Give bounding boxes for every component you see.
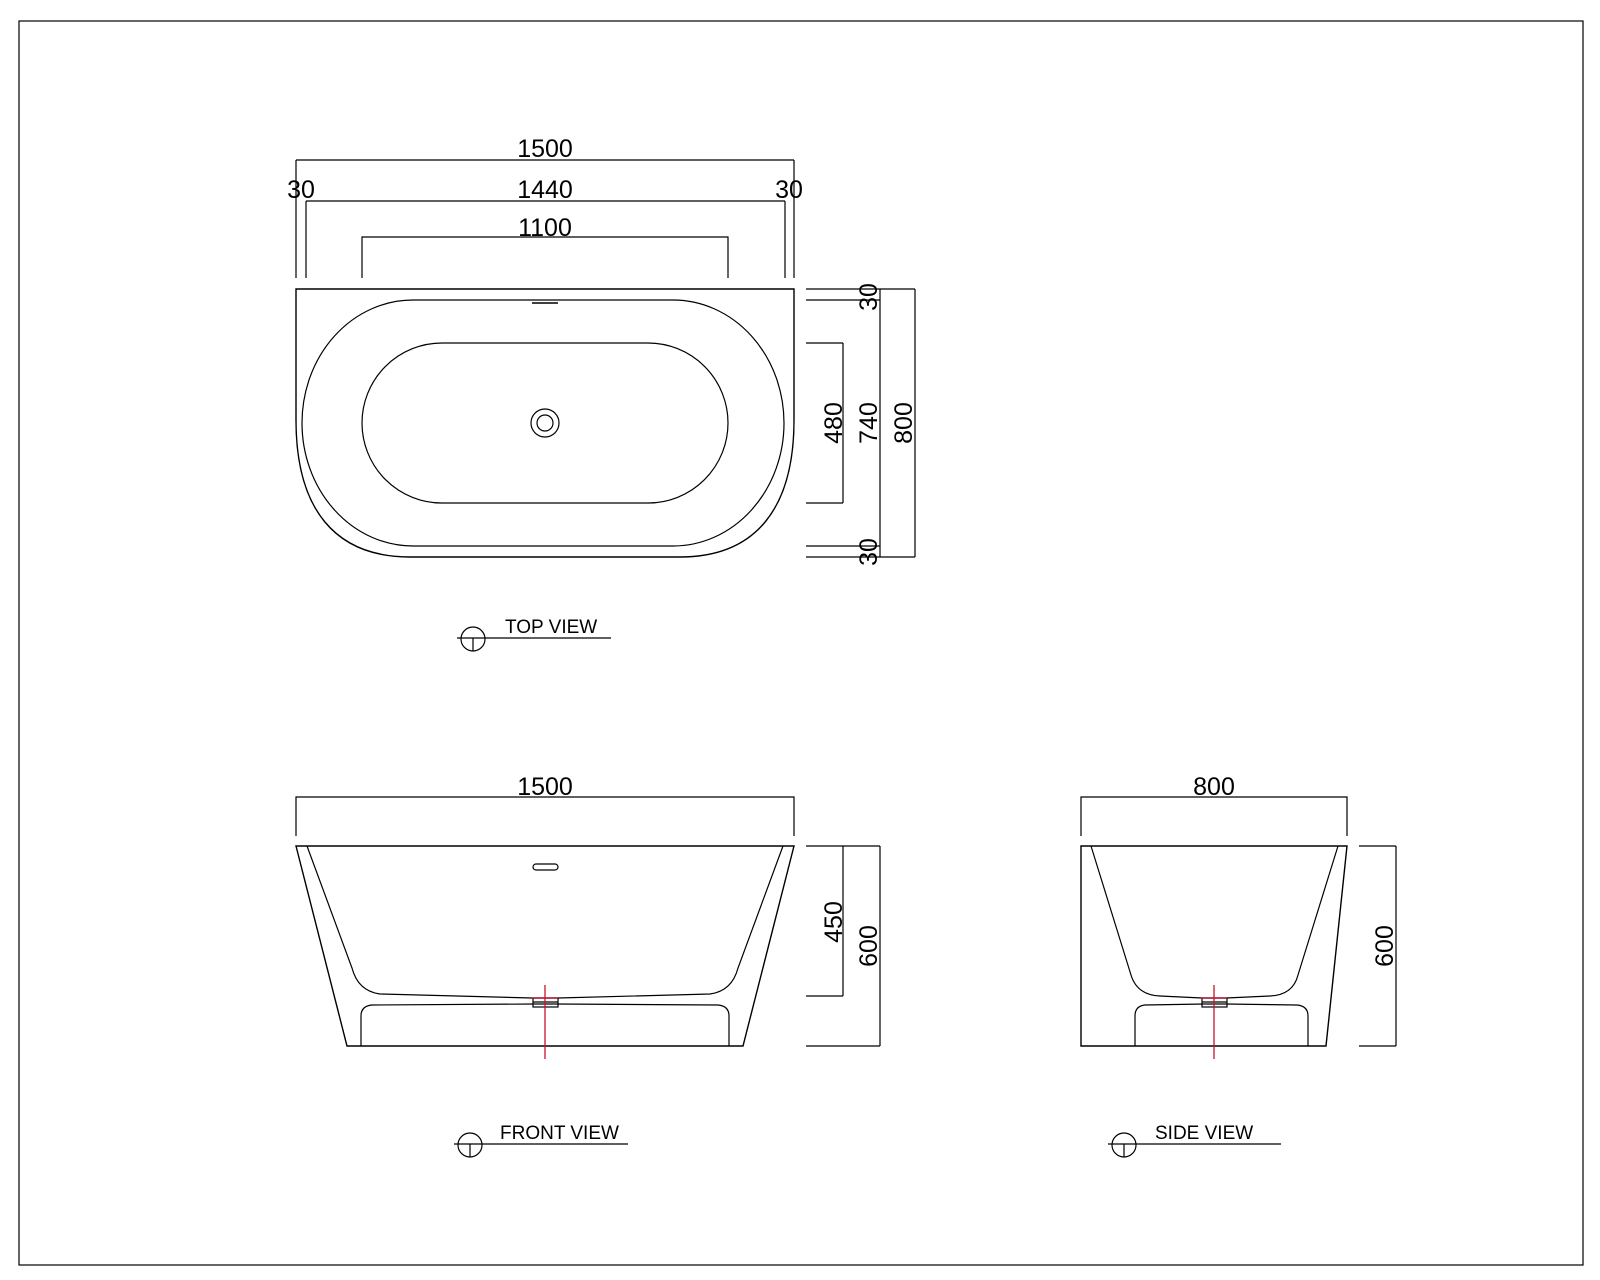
front-view-label-group: FRONT VIEW [454, 1123, 628, 1158]
tub-basin-bottom [361, 342, 729, 504]
side-view: 800 600 SIDE VIEW [1080, 773, 1399, 1158]
side-tub-inner [1090, 845, 1339, 999]
dim-line-bottom-width [361, 236, 729, 278]
dim-line-side-width [1080, 796, 1348, 836]
side-tub-outline [1080, 845, 1348, 1047]
drain-inner [536, 414, 554, 432]
dim-front-overall-width: 1500 [517, 773, 573, 801]
dim-side-overall-width: 800 [1193, 773, 1235, 801]
side-view-label: SIDE VIEW [1155, 1123, 1253, 1144]
side-tub-plinth [1134, 1003, 1309, 1046]
dim-rim-right: 30 [775, 176, 803, 204]
top-view-label: TOP VIEW [505, 617, 597, 638]
drain-outer [530, 408, 560, 438]
dim-bottom-depth: 480 [820, 402, 848, 444]
tub-inner-rim [301, 299, 785, 547]
top-view-label-group: TOP VIEW [457, 617, 611, 652]
front-overflow [532, 863, 559, 871]
top-view: 1500 30 1440 30 1100 30 480 740 800 30 [287, 135, 918, 652]
dim-rim-top: 30 [855, 283, 883, 311]
front-tub-inner [306, 845, 784, 999]
dim-inner-depth: 740 [855, 402, 883, 444]
tub-outer-outline [295, 288, 795, 558]
dim-bottom-width: 1100 [518, 214, 572, 242]
dim-inner-width: 1440 [517, 176, 573, 204]
dim-overall-width: 1500 [517, 135, 573, 163]
dim-rim-bottom: 30 [855, 538, 883, 566]
dim-front-overall-height: 600 [855, 925, 883, 967]
dim-side-overall-height: 600 [1371, 925, 1399, 967]
front-view-label: FRONT VIEW [500, 1123, 619, 1144]
dim-overall-depth: 800 [890, 402, 918, 444]
dim-rim-left: 30 [287, 176, 315, 204]
dim-line-front-width [295, 796, 795, 836]
dim-front-inner-height: 450 [820, 901, 848, 943]
sheet-border [18, 20, 1584, 1266]
side-view-label-group: SIDE VIEW [1108, 1123, 1281, 1158]
front-view: 1500 450 600 FRONT VIEW [295, 773, 883, 1158]
front-tub-outline [295, 845, 795, 1047]
